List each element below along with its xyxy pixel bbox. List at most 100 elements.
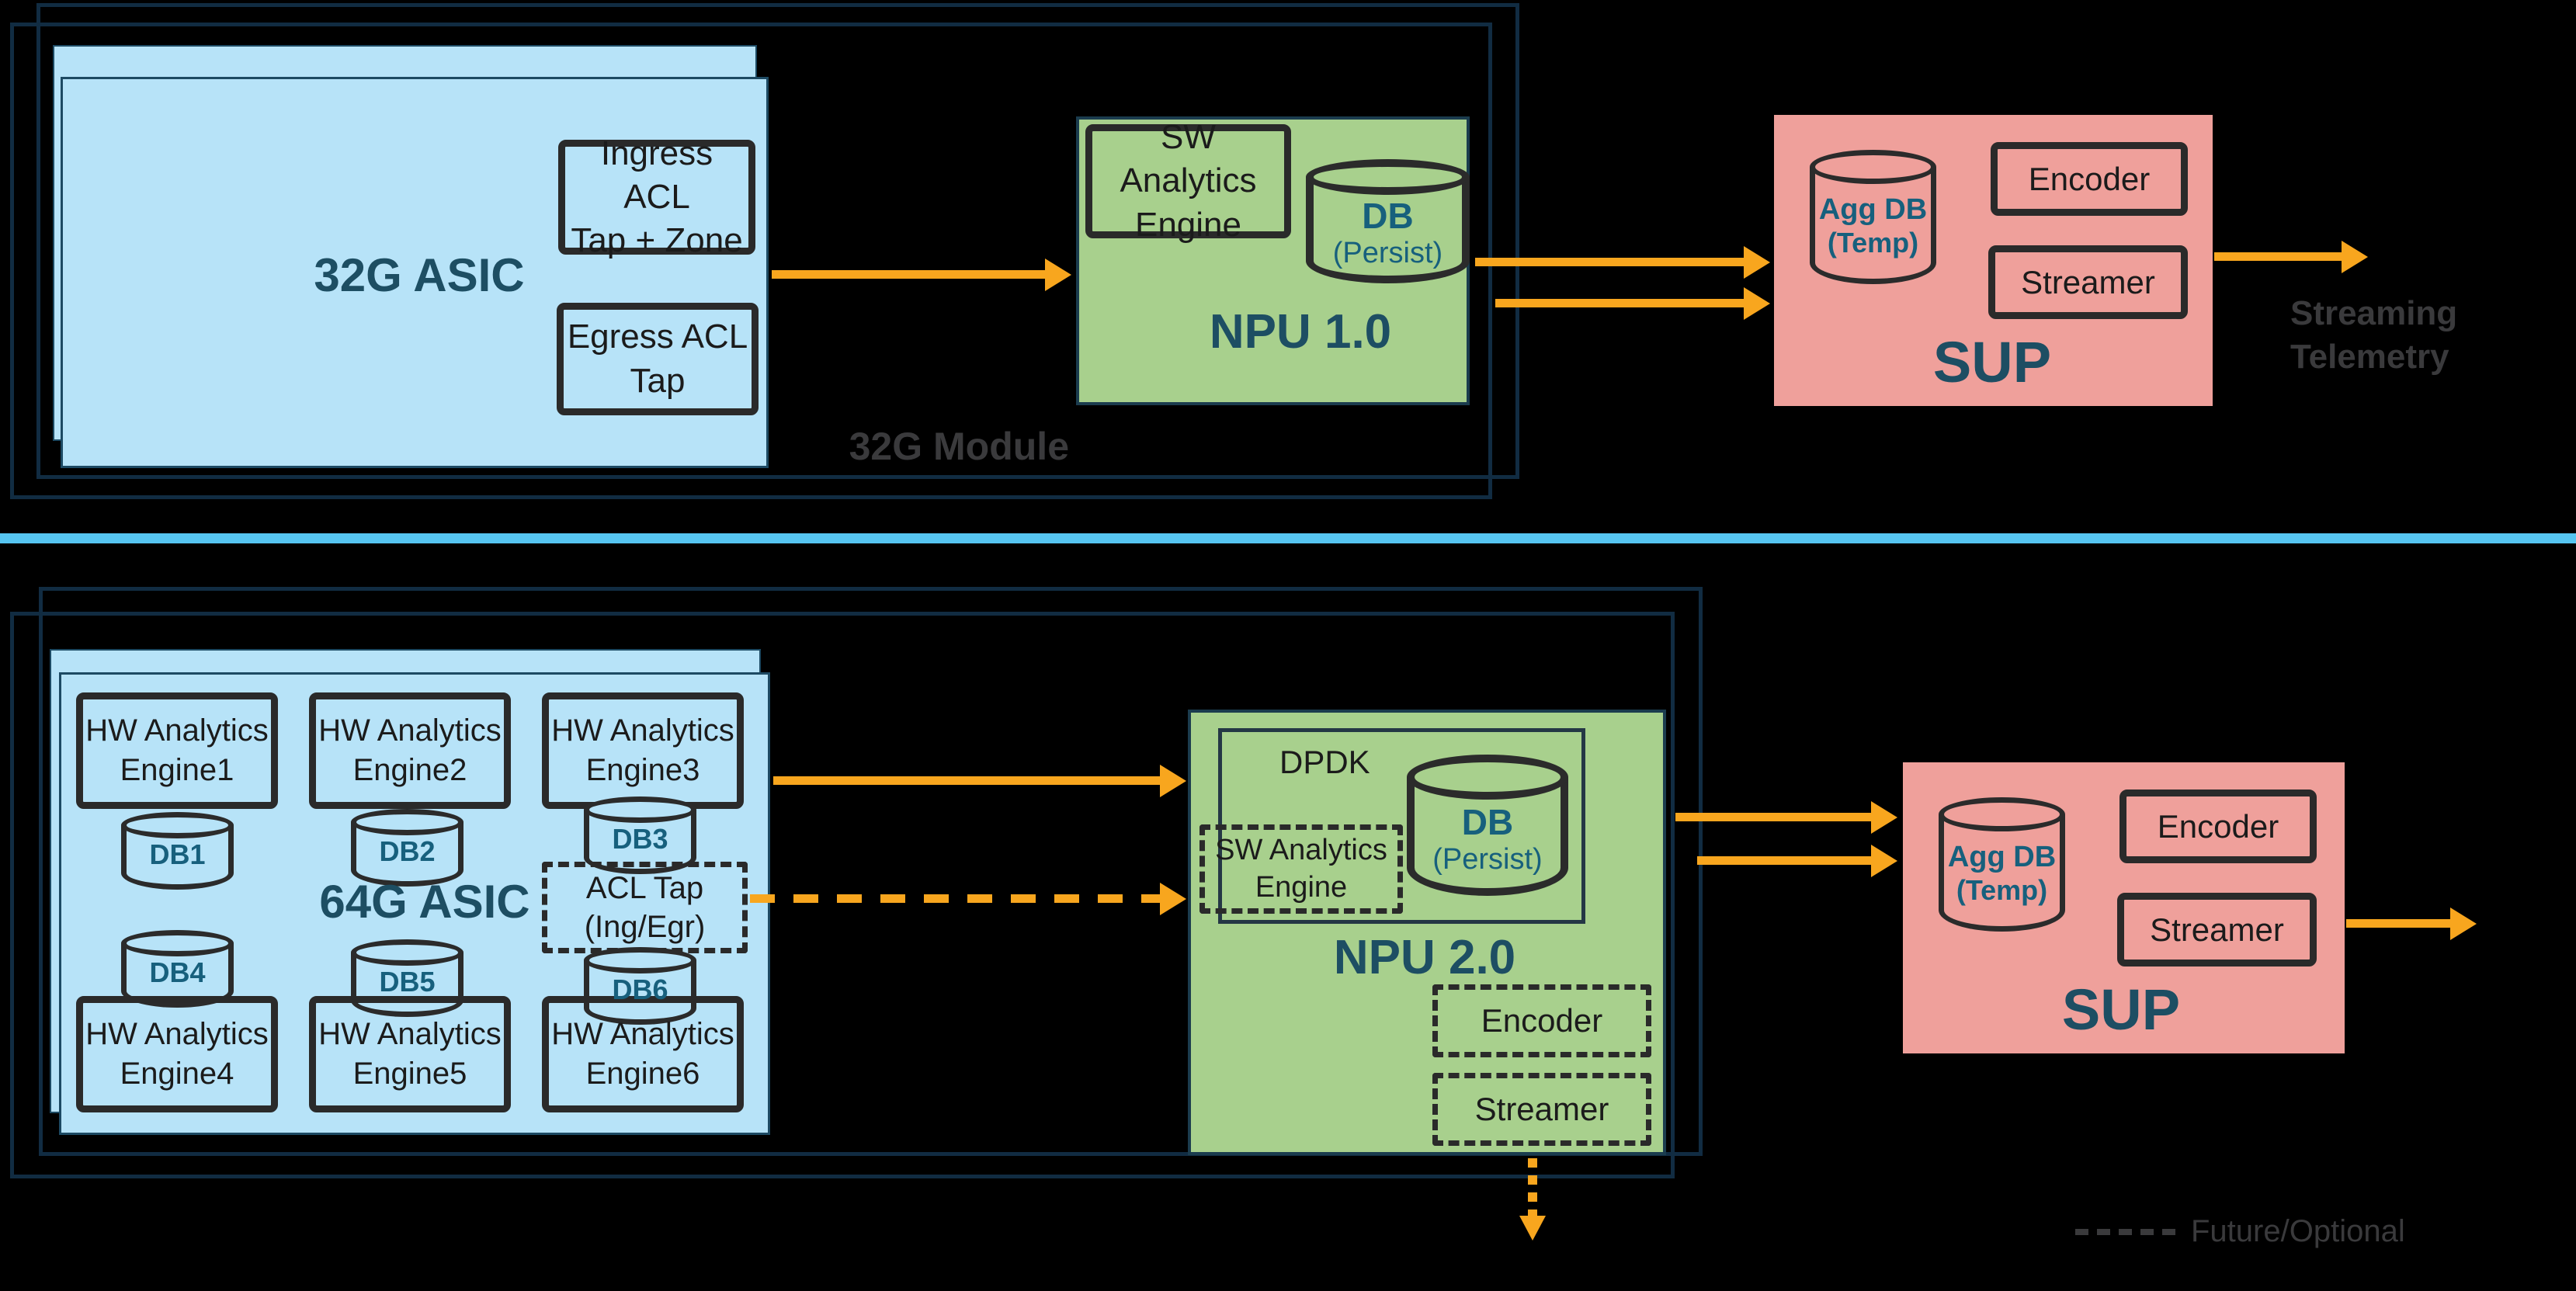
cylinder-cap (1810, 150, 1936, 184)
sup2-streamer-label: Streamer (2150, 911, 2284, 948)
bottom-module-frame-front (10, 612, 1675, 1178)
sup2-streamer-box: Streamer (2117, 893, 2317, 967)
db1-name: DB1 (149, 838, 206, 870)
acl-tap-line2: (Ing/Egr) (584, 910, 706, 944)
db1-cylinder-icon: DB1 (121, 812, 234, 890)
sw-analytics-line2: Engine (1134, 205, 1241, 244)
streaming-telemetry-line1: Streaming (2290, 294, 2458, 332)
db5-name: DB5 (379, 966, 436, 998)
legend-dash-line-icon (2075, 1229, 2177, 1235)
npu2-db-name: DB (1461, 802, 1514, 842)
npu2-db-qualifier: (Persist) (1432, 843, 1543, 876)
acl-tap-line1: ACL Tap (585, 871, 704, 905)
hw-engine-1-line1: HW Analytics (85, 713, 269, 748)
npu2-encoder-label: Encoder (1481, 1001, 1603, 1039)
npu1-db-label-group: DB (Persist) (1306, 195, 1470, 270)
sup2-encoder-box: Encoder (2119, 790, 2317, 863)
egress-acl-tap-box: Egress ACL Tap (557, 303, 759, 415)
cylinder-cap (584, 796, 696, 823)
cylinder-cap (1306, 159, 1470, 195)
sup1-encoder-box: Encoder (1991, 142, 2188, 216)
hw-engine-1-line2: Engine1 (120, 753, 234, 787)
db3-label: DB3 (584, 823, 696, 855)
acl-tap-dashed-box: ACL Tap (Ing/Egr) (542, 862, 748, 953)
hw-engine-box-3: HW Analytics Engine3 (542, 692, 744, 809)
hw-engine-2-line1: HW Analytics (318, 713, 502, 748)
npu1-db-qualifier: (Persist) (1332, 237, 1443, 269)
cylinder-cap (351, 809, 463, 835)
sup2-aggdb-qualifier: (Temp) (1956, 874, 2048, 906)
streaming-telemetry-label: Streaming Telemetry (2290, 292, 2457, 379)
asic32g-to-npu1-arrow (772, 270, 1047, 279)
npu2-sw-analytics-line2: Engine (1255, 870, 1348, 904)
cylinder-cap (1407, 755, 1568, 800)
sup1-title: SUP (1932, 330, 2052, 394)
npu2-sw-analytics-line1: SW Analytics (1215, 834, 1387, 866)
sup2-aggdb-label-group: Agg DB (Temp) (1939, 841, 2065, 907)
cylinder-cap (1939, 797, 2065, 831)
sup2-aggdb-name: Agg DB (1947, 841, 2057, 873)
hw-engine-5-line1: HW Analytics (318, 1016, 502, 1051)
hw-engine-box-6: HW Analytics Engine6 (542, 996, 744, 1112)
db5-cylinder-icon: DB5 (351, 939, 463, 1017)
asic64g-to-npu2-arrow (773, 776, 1161, 785)
npu1-to-sup-arrow-2 (1495, 299, 1745, 307)
acltap-to-npu2-dashed-arrow (750, 894, 1161, 903)
hw-engine-4-line1: HW Analytics (85, 1016, 269, 1051)
asic-32g-title: 32G ASIC (314, 249, 525, 301)
npu2-sw-analytics-dashed-box: SW Analytics Engine (1199, 824, 1403, 914)
sup1-aggdb-qualifier: (Temp) (1827, 227, 1919, 259)
hw-engine-box-5: HW Analytics Engine5 (309, 996, 511, 1112)
cylinder-body (1810, 167, 1936, 284)
egress-acl-tap-line1: Egress ACL (567, 318, 748, 356)
db1-label: DB1 (121, 838, 234, 871)
db4-name: DB4 (149, 956, 206, 988)
hw-engine-4-line2: Engine4 (120, 1057, 234, 1091)
sup1-streamer-box: Streamer (1988, 245, 2188, 319)
npu2-title: NPU 2.0 (1333, 931, 1516, 984)
asic-64g-title: 64G ASIC (319, 876, 530, 928)
db4-label: DB4 (121, 956, 234, 989)
npu1-to-sup-arrow-1 (1475, 258, 1745, 266)
cylinder-cap (351, 939, 463, 966)
hw-engine-box-2: HW Analytics Engine2 (309, 692, 511, 809)
sw-analytics-line1: SW Analytics (1120, 118, 1257, 200)
sup2-encoder-label: Encoder (2157, 807, 2279, 845)
npu1-title: NPU 1.0 (1209, 305, 1392, 359)
streaming-telemetry-line2: Telemetry (2290, 338, 2449, 376)
npu1-db-name: DB (1362, 196, 1414, 236)
sup2-output-arrow (2346, 919, 2452, 928)
hw-engine-5-line2: Engine5 (352, 1057, 467, 1091)
npu2-encoder-dashed-box: Encoder (1432, 984, 1651, 1057)
dpdk-label: DPDK (1279, 744, 1370, 780)
db5-label: DB5 (351, 966, 463, 998)
npu2-to-sup-arrow-2 (1697, 856, 1873, 865)
sup1-aggdb-name: Agg DB (1818, 193, 1928, 226)
cylinder-body (1407, 777, 1568, 896)
db2-label: DB2 (351, 835, 463, 868)
npu2-streamer-label: Streamer (1474, 1090, 1609, 1127)
ingress-acl-tap-line1: Ingress ACL (600, 134, 713, 216)
ingress-acl-tap-box: Ingress ACL Tap + Zone (558, 134, 755, 259)
npu1-db-cylinder-icon: DB (Persist) (1306, 159, 1470, 283)
ingress-acl-tap-line2: Tap + Zone (571, 221, 743, 260)
npu2-db-cylinder-icon: DB (Persist) (1407, 755, 1568, 896)
db6-label: DB6 (584, 973, 696, 1006)
sup1-encoder-label: Encoder (2028, 160, 2151, 197)
cylinder-cap (121, 812, 234, 838)
sw-analytics-engine-box: SW Analytics Engine (1085, 118, 1291, 244)
hw-engine-6-line1: HW Analytics (551, 1016, 734, 1051)
top-module-label: 32G Module (849, 425, 1069, 468)
cylinder-cap (121, 930, 234, 956)
section-divider (0, 533, 2576, 543)
cylinder-body (1939, 814, 2065, 932)
hw-engine-3-line1: HW Analytics (551, 713, 734, 748)
db6-name: DB6 (612, 973, 668, 1005)
sup1-output-arrow (2214, 252, 2343, 261)
npu2-db-label-group: DB (Persist) (1407, 801, 1568, 876)
egress-acl-tap-line2: Tap (630, 361, 686, 400)
hw-engine-6-line2: Engine6 (585, 1057, 700, 1091)
hw-engine-2-line2: Engine2 (352, 753, 467, 787)
cylinder-cap (584, 947, 696, 973)
